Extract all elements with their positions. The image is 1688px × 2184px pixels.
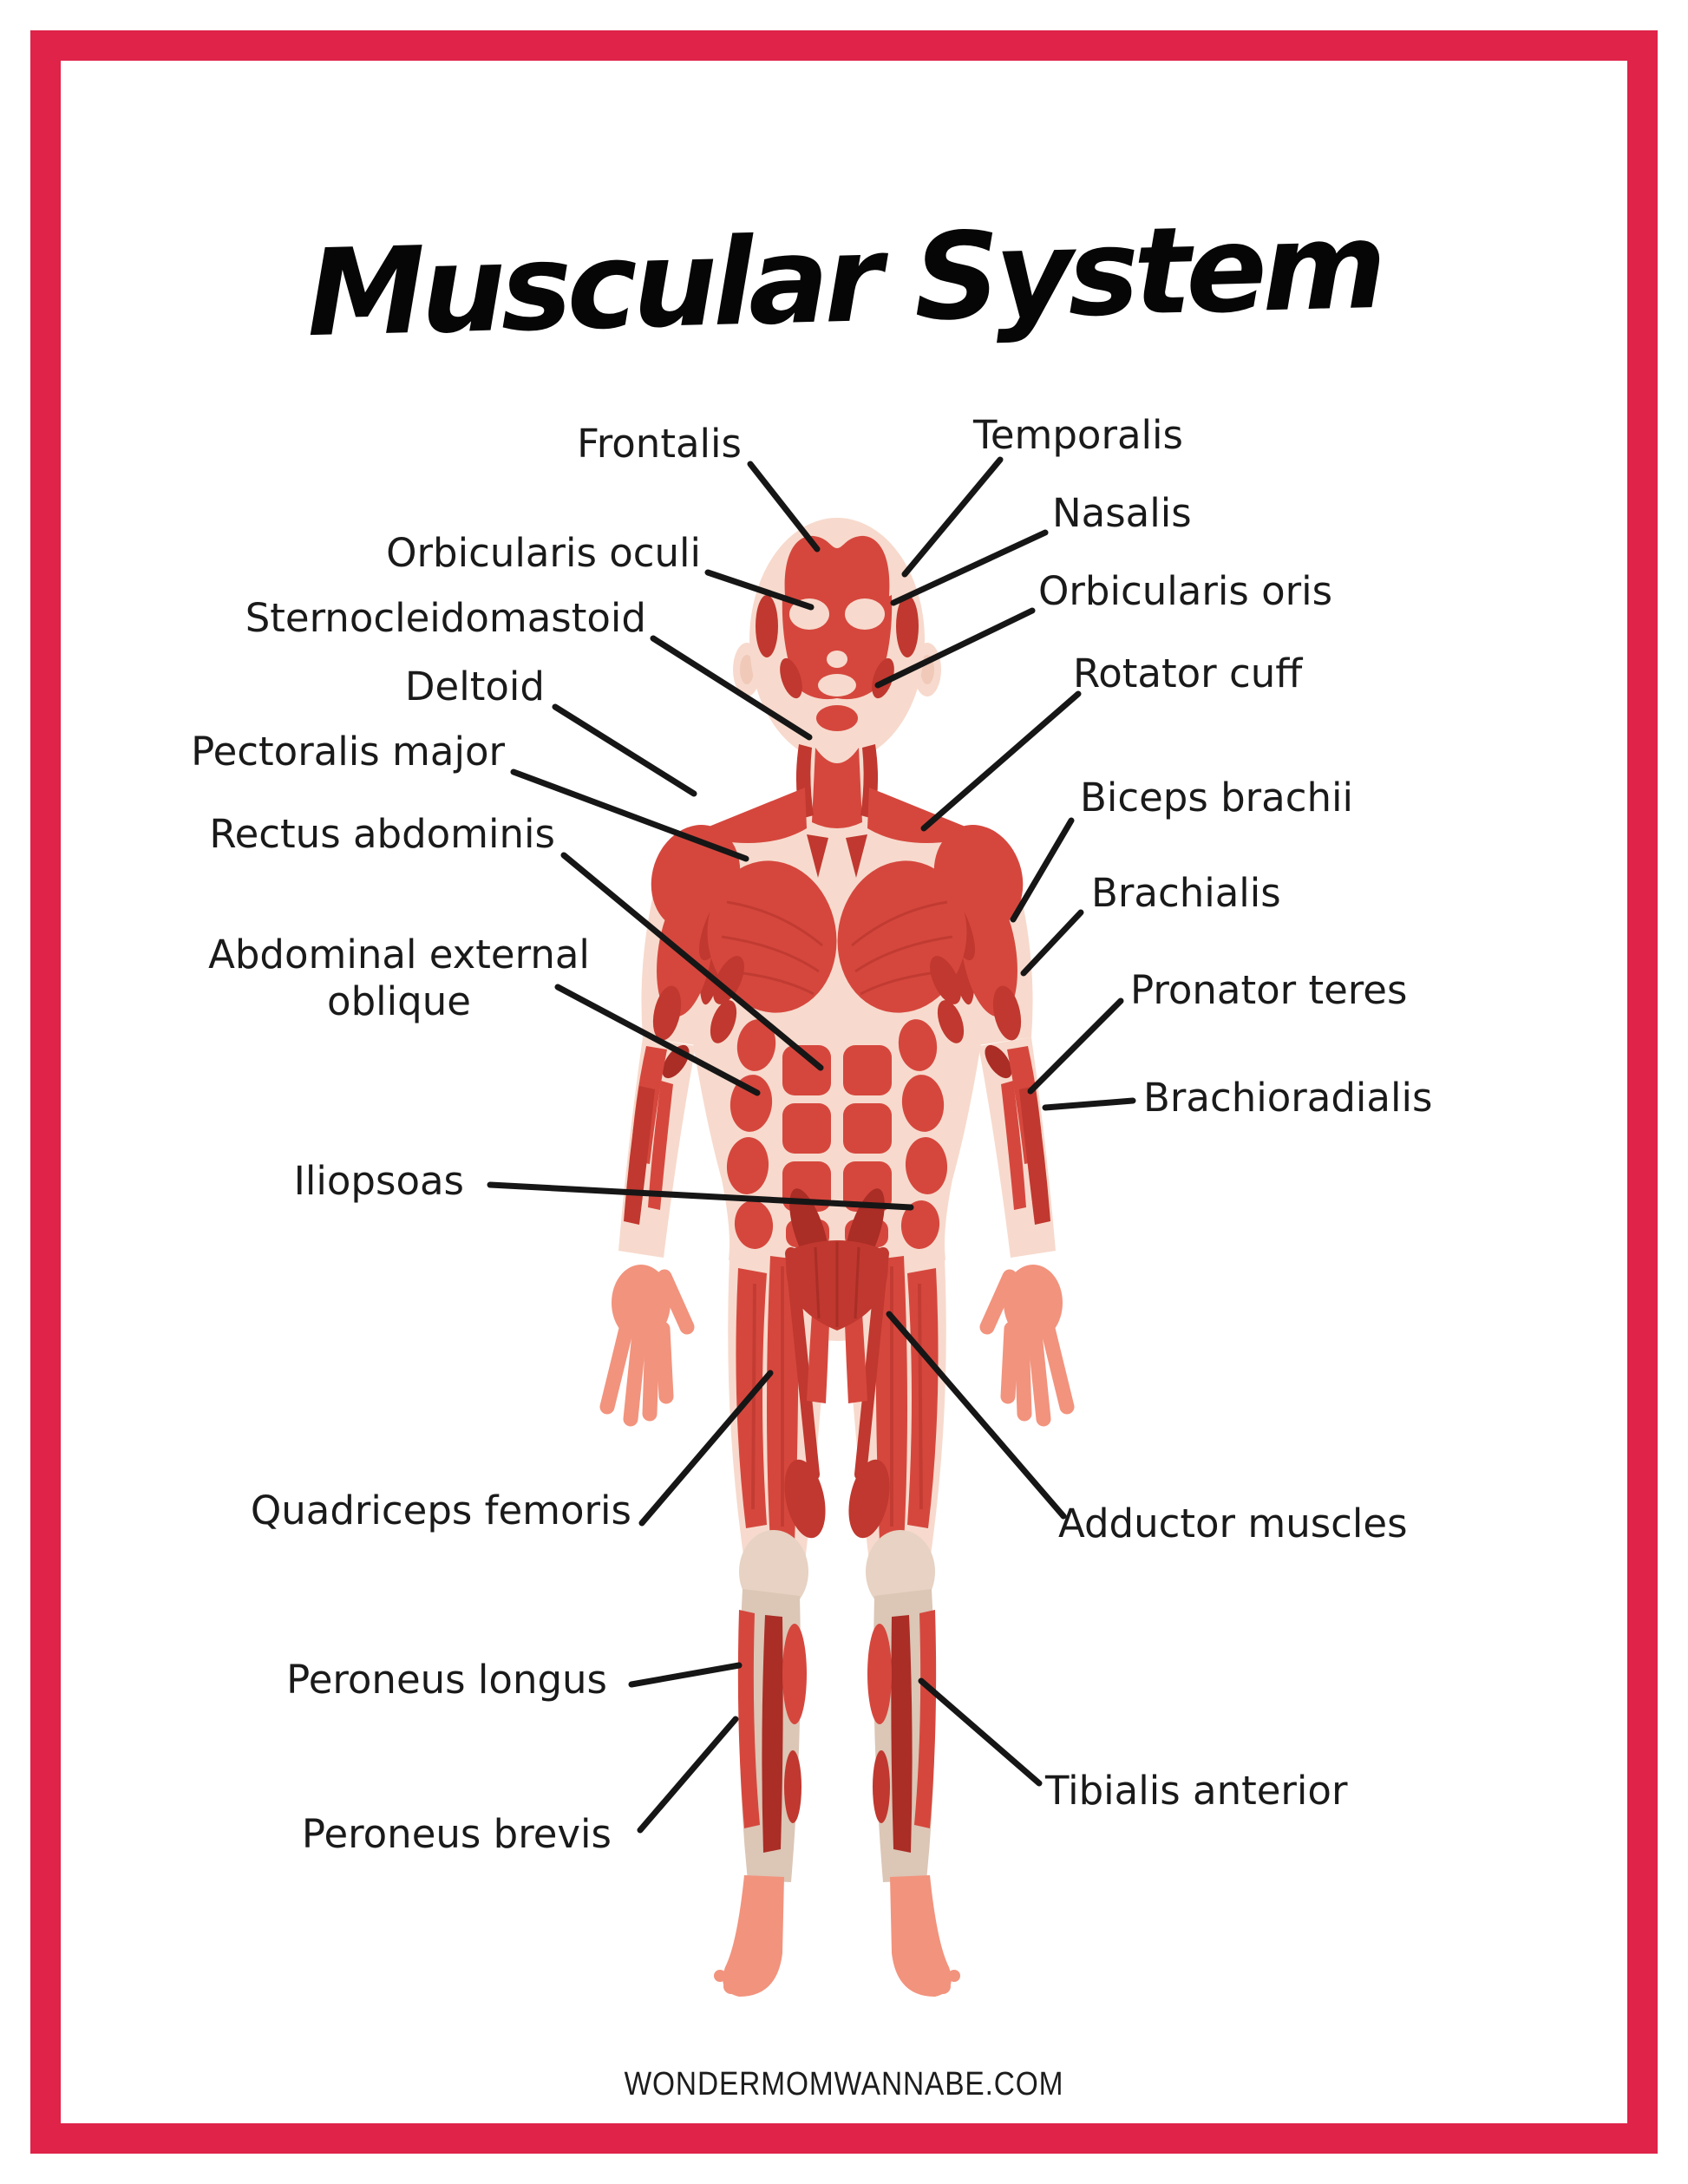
- leader-line-rotator-cuff: [920, 690, 1082, 832]
- muscle-label-abdominal-external-oblique: Abdominal external oblique: [208, 932, 590, 1024]
- leader-line-pectoralis-major: [510, 768, 749, 862]
- leader-line-rectus-abdominis: [560, 852, 824, 1071]
- leader-line-deltoid: [552, 703, 697, 797]
- muscle-label-tibialis-anterior: Tibialis anterior: [1045, 1768, 1348, 1814]
- muscle-label-sternocleidomastoid: Sternocleidomastoid: [245, 595, 646, 641]
- footer-url: WONDERMOMWANNABE.COM: [624, 2066, 1064, 2102]
- leader-line-orbicularis-oris: [874, 607, 1036, 689]
- leader-line-brachialis: [1020, 909, 1084, 977]
- leader-line-tibialis-anterior: [918, 1677, 1043, 1787]
- muscle-label-peroneus-longus: Peroneus longus: [286, 1657, 607, 1703]
- leader-line-temporalis: [901, 456, 1004, 578]
- leader-line-biceps-brachii: [1010, 817, 1075, 923]
- leader-line-abdominal-external-oblique: [554, 984, 761, 1096]
- leader-line-orbicularis-oculi: [704, 569, 815, 611]
- muscle-label-orbicularis-oculi: Orbicularis oculi: [386, 530, 701, 576]
- leader-line-pronator-teres: [1027, 997, 1124, 1095]
- leader-line-frontalis: [747, 461, 821, 553]
- head: [749, 518, 925, 762]
- leader-line-peroneus-brevis: [637, 1716, 739, 1834]
- leader-line-peroneus-longus: [628, 1662, 743, 1688]
- muscle-label-pronator-teres: Pronator teres: [1130, 967, 1408, 1013]
- neck-muscles: [690, 744, 985, 878]
- abdominal-muscles: [710, 956, 965, 1331]
- muscle-label-iliopsoas: Iliopsoas: [293, 1158, 464, 1204]
- muscle-label-temporalis: Temporalis: [973, 412, 1183, 458]
- leader-line-nasalis: [890, 529, 1049, 606]
- muscle-label-quadriceps-femoris: Quadriceps femoris: [250, 1488, 631, 1533]
- leader-line-adductor-muscles: [886, 1311, 1067, 1520]
- muscle-label-brachioradialis: Brachioradialis: [1143, 1075, 1433, 1121]
- muscle-label-brachialis: Brachialis: [1091, 870, 1281, 916]
- leader-line-brachioradialis: [1042, 1097, 1136, 1111]
- leader-line-iliopsoas: [487, 1181, 914, 1211]
- muscle-label-rectus-abdominis: Rectus abdominis: [209, 811, 555, 857]
- muscle-label-nasalis: Nasalis: [1052, 490, 1192, 536]
- muscle-label-orbicularis-oris: Orbicularis oris: [1038, 568, 1333, 614]
- muscle-label-frontalis: Frontalis: [577, 421, 742, 467]
- muscle-label-biceps-brachii: Biceps brachii: [1080, 775, 1354, 821]
- leader-line-sternocleidomastoid: [650, 635, 813, 741]
- muscle-label-rotator-cuff: Rotator cuff: [1073, 651, 1303, 696]
- muscle-label-peroneus-brevis: Peroneus brevis: [301, 1811, 612, 1857]
- muscle-label-adductor-muscles: Adductor muscles: [1058, 1501, 1408, 1546]
- leader-line-quadriceps-femoris: [638, 1370, 774, 1527]
- muscle-label-deltoid: Deltoid: [404, 664, 545, 709]
- muscle-label-pectoralis-major: Pectoralis major: [191, 729, 505, 775]
